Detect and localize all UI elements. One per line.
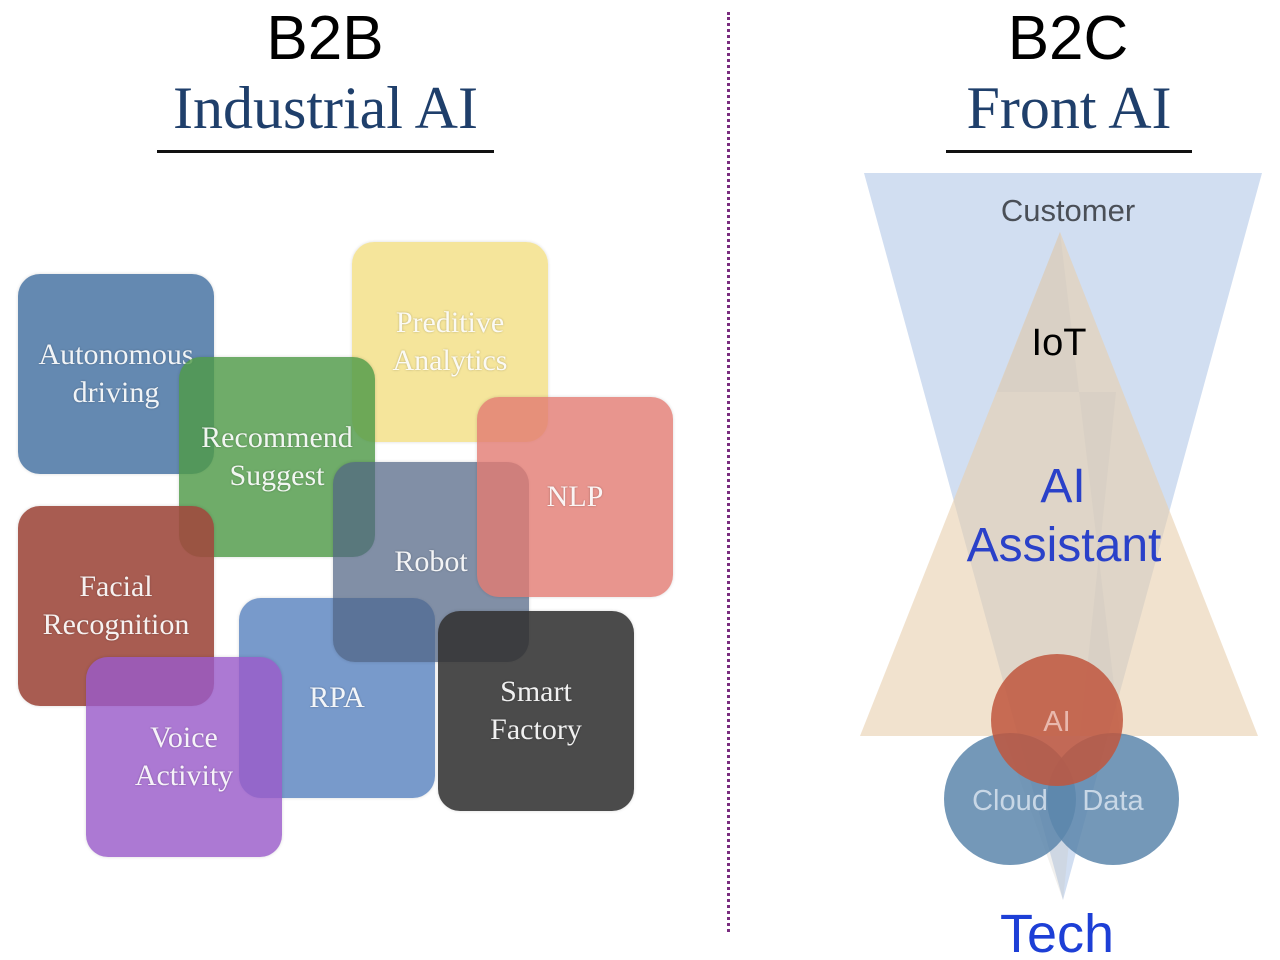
tile-label-line: Suggest [229,459,325,492]
tech-pyramid-triangle [860,232,1258,736]
tile-nlp: NLP [477,397,673,597]
b2b-heading: B2B [266,4,384,73]
tile-label-line: Autonomous [38,338,194,371]
ai-assistant-label-line1: AI [1040,460,1085,513]
tile-label-line: Recommend [201,421,353,454]
tile-label-line: Facial [79,570,153,603]
tile-label-line: NLP [546,480,604,513]
tile-label-line: Robot [394,545,468,578]
customer-label: Customer [1001,193,1135,228]
tile-voice-activity: Voice Activity [86,657,282,857]
iot-label: IoT [1032,322,1087,364]
circle-data-label: Data [1082,785,1144,817]
tile-label-line: Factory [490,713,582,746]
industrial-ai-heading: Industrial AI [157,78,494,153]
tile-label-line: Voice [150,721,218,754]
tile-smart-factory: Smart Factory [438,611,634,811]
ai-circle [991,654,1123,786]
tile-label-line: Smart [500,675,572,708]
tile-label-line: Recognition [42,608,190,641]
ai-assistant-label-line2: Assistant [967,519,1162,572]
tile-recommend-suggest: Recommend Suggest [179,357,375,557]
tech-label: Tech [1000,904,1114,960]
section-divider [727,12,730,932]
tile-label-line: Preditive [395,306,505,339]
tile-label-line: RPA [309,681,365,714]
tile-label-line: driving [72,376,160,409]
tile-label-line: Analytics [392,344,508,377]
tile-label-line: Activity [134,759,234,792]
front-ai-heading: Front AI [946,78,1192,153]
circle-ai-label: AI [1043,706,1070,738]
circle-cloud-label: Cloud [972,785,1048,817]
b2c-heading: B2C [1007,4,1129,73]
